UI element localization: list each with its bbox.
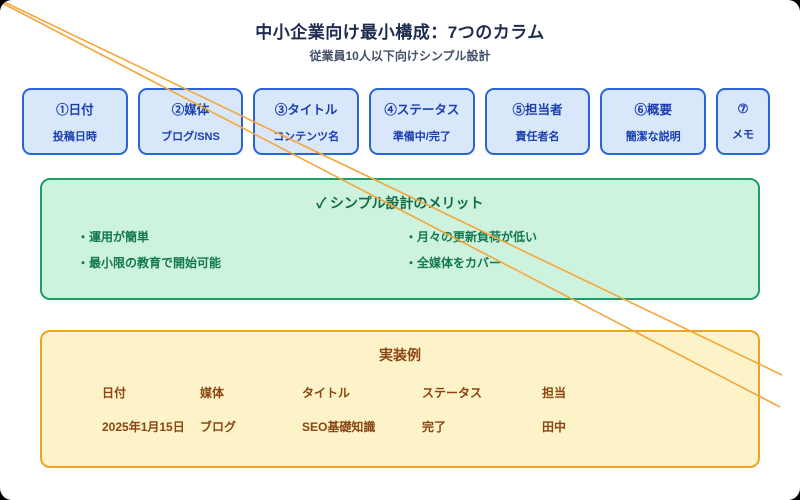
table-cell-owner: 田中: [542, 420, 567, 434]
column-label: ①日付: [56, 103, 94, 117]
merits-list: ・運用が簡単 ・月々の更新負荷が低い ・最小限の教育で開始可能 ・全媒体をカバー: [42, 228, 758, 271]
column-desc: 投稿日時: [52, 131, 97, 143]
column-card-summary: ⑥概要 簡潔な説明: [600, 88, 707, 155]
column-desc: メモ: [732, 129, 755, 141]
merit-item: ・運用が簡単: [77, 230, 150, 244]
merits-panel: ✓ シンプル設計のメリット ・運用が簡単 ・月々の更新負荷が低い ・最小限の教育…: [40, 178, 760, 300]
column-label: ②媒体: [171, 103, 210, 117]
column-label: ④ステータス: [384, 103, 460, 117]
column-card-title: ③タイトル コンテンツ名: [253, 88, 360, 155]
table-cell-date: 2025年1月15日: [102, 420, 185, 434]
example-table: 日付 媒体 タイトル ステータス 担当 2025年1月15日 ブログ SEO基礎…: [102, 384, 748, 435]
column-card-date: ①日付 投稿日時: [22, 88, 128, 155]
column-desc: 準備中/完了: [392, 131, 451, 143]
merits-title: ✓ シンプル設計のメリット: [316, 195, 484, 211]
page-subtitle: 従業員10人以下向けシンプル設計: [309, 49, 491, 63]
column-label: ⑦: [737, 102, 749, 116]
column-card-media: ②媒体 ブログ/SNS: [137, 88, 244, 155]
column-card-owner: ⑤担当者 責任者名: [484, 88, 591, 155]
table-cell-media: ブログ: [200, 420, 237, 434]
merit-item: ・最小限の教育で開始可能: [77, 256, 222, 270]
column-label: ③タイトル: [274, 103, 338, 117]
column-desc: ブログ/SNS: [161, 131, 220, 143]
column-desc: 簡潔な説明: [625, 131, 681, 143]
table-header-status: ステータス: [422, 386, 483, 400]
page-title: 中小企業向け最小構成：7つのカラム: [255, 23, 545, 42]
column-card-status: ④ステータス 準備中/完了: [369, 88, 475, 155]
table-header-owner: 担当: [542, 386, 567, 400]
column-cards-row: ①日付 投稿日時 ②媒体 ブログ/SNS ③タイトル コンテンツ名 ④ステータス…: [22, 88, 771, 155]
column-label: ⑤担当者: [512, 103, 563, 117]
merit-item: ・全媒体をカバー: [405, 256, 502, 270]
merit-item: ・月々の更新負荷が低い: [405, 230, 538, 244]
table-header-title: タイトル: [302, 386, 351, 400]
table-header-date: 日付: [102, 386, 127, 400]
table-cell-title: SEO基礎知識: [302, 420, 376, 434]
column-desc: コンテンツ名: [273, 131, 340, 143]
column-card-memo: ⑦ メモ: [716, 88, 771, 155]
table-header-media: 媒体: [200, 386, 225, 400]
example-title: 実装例: [379, 347, 421, 363]
table-cell-status: 完了: [422, 420, 447, 434]
column-desc: 責任者名: [515, 131, 560, 143]
example-panel: 実装例 日付 媒体 タイトル ステータス 担当 2025年1月15日 ブログ S…: [40, 330, 760, 468]
column-label: ⑥概要: [634, 103, 672, 117]
